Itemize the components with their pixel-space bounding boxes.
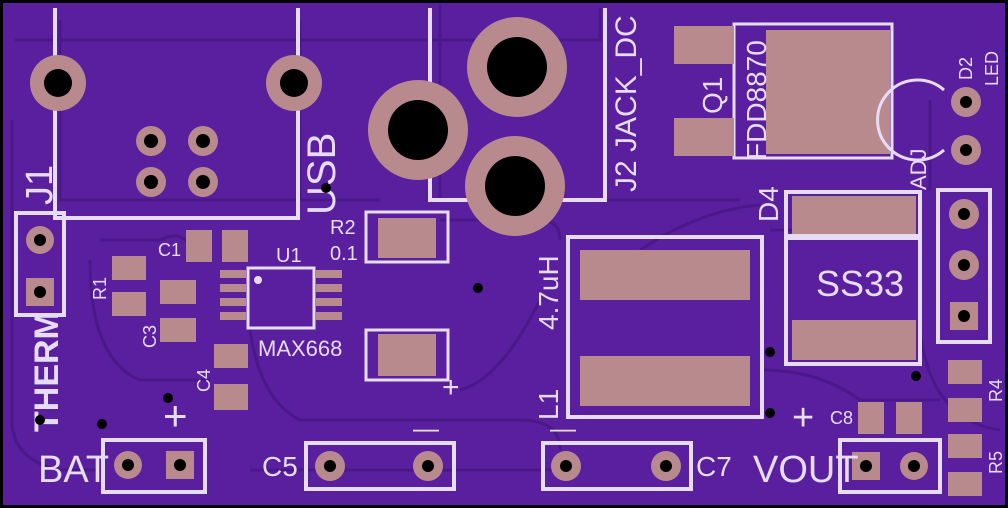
r4-resistor: R4: [948, 360, 1006, 422]
bat-label: BAT: [38, 449, 109, 491]
cap-plus: +: [442, 371, 460, 404]
r5-resistor: R5: [948, 434, 1006, 496]
j2-label: J2 JACK_DC: [610, 15, 643, 192]
r1-label: R1: [90, 277, 110, 300]
adj-label: ADJ: [906, 148, 931, 190]
therm-label: THERM: [28, 311, 66, 432]
r5-label: R5: [986, 451, 1006, 474]
usb-label: USB: [300, 133, 344, 215]
j1-label: J1: [19, 165, 61, 205]
c7-capacitor: C7 —: [541, 413, 732, 491]
d4-part: SS33: [816, 263, 904, 304]
bat-header: BAT +: [38, 392, 207, 494]
c3-capacitor: C3: [140, 280, 196, 348]
d4-diode: D4 SS33: [753, 186, 922, 366]
d2-led: D2 LED: [876, 51, 1002, 165]
c3-label: C3: [140, 325, 160, 348]
c5-capacitor: C5 —: [262, 413, 456, 491]
d4-label: D4: [753, 186, 784, 222]
c8-label: C8: [830, 408, 853, 428]
vout-header: VOUT +: [753, 397, 942, 494]
u1-label: U1: [276, 245, 302, 267]
vout-label: VOUT: [753, 449, 859, 491]
c1-capacitor: C1: [158, 230, 248, 262]
u1-part: MAX668: [258, 336, 342, 361]
usb-connector: USB: [30, 8, 344, 220]
d2-label: D2: [956, 57, 976, 80]
c4-label: C4: [194, 369, 214, 392]
j1-header: J1 THERM: [14, 165, 66, 432]
r1-resistor: R1: [90, 256, 146, 316]
c7-label: C7: [696, 451, 732, 482]
r2-value: 0.1: [330, 243, 358, 265]
c5-minus: —: [413, 413, 439, 443]
j2-dc-jack: J2 JACK_DC: [368, 8, 643, 236]
u1-ic: U1 MAX668: [220, 245, 342, 361]
l1-label: L1: [533, 389, 564, 420]
r2-label: R2: [330, 217, 356, 239]
c8-capacitor: C8: [830, 402, 922, 434]
vout-plus: +: [792, 397, 814, 439]
c1-label: C1: [158, 240, 181, 260]
cap-pad-lower: +: [364, 328, 460, 404]
l1-inductor: 4.7uH L1: [533, 235, 764, 420]
adj-trimmer: ADJ: [906, 148, 992, 344]
q1-part: FDD8870: [741, 40, 772, 160]
q1-label: Q1: [697, 77, 728, 114]
q1-mosfet: Q1 FDD8870: [674, 22, 894, 160]
r4-label: R4: [986, 379, 1006, 402]
r2-resistor: R2 0.1: [330, 210, 450, 265]
c5-label: C5: [262, 451, 298, 482]
c4-capacitor: C4: [194, 344, 248, 410]
l1-value: 4.7uH: [533, 255, 564, 330]
vias: [35, 183, 921, 429]
led-label: LED: [982, 51, 1002, 86]
c7-minus: —: [550, 413, 576, 443]
